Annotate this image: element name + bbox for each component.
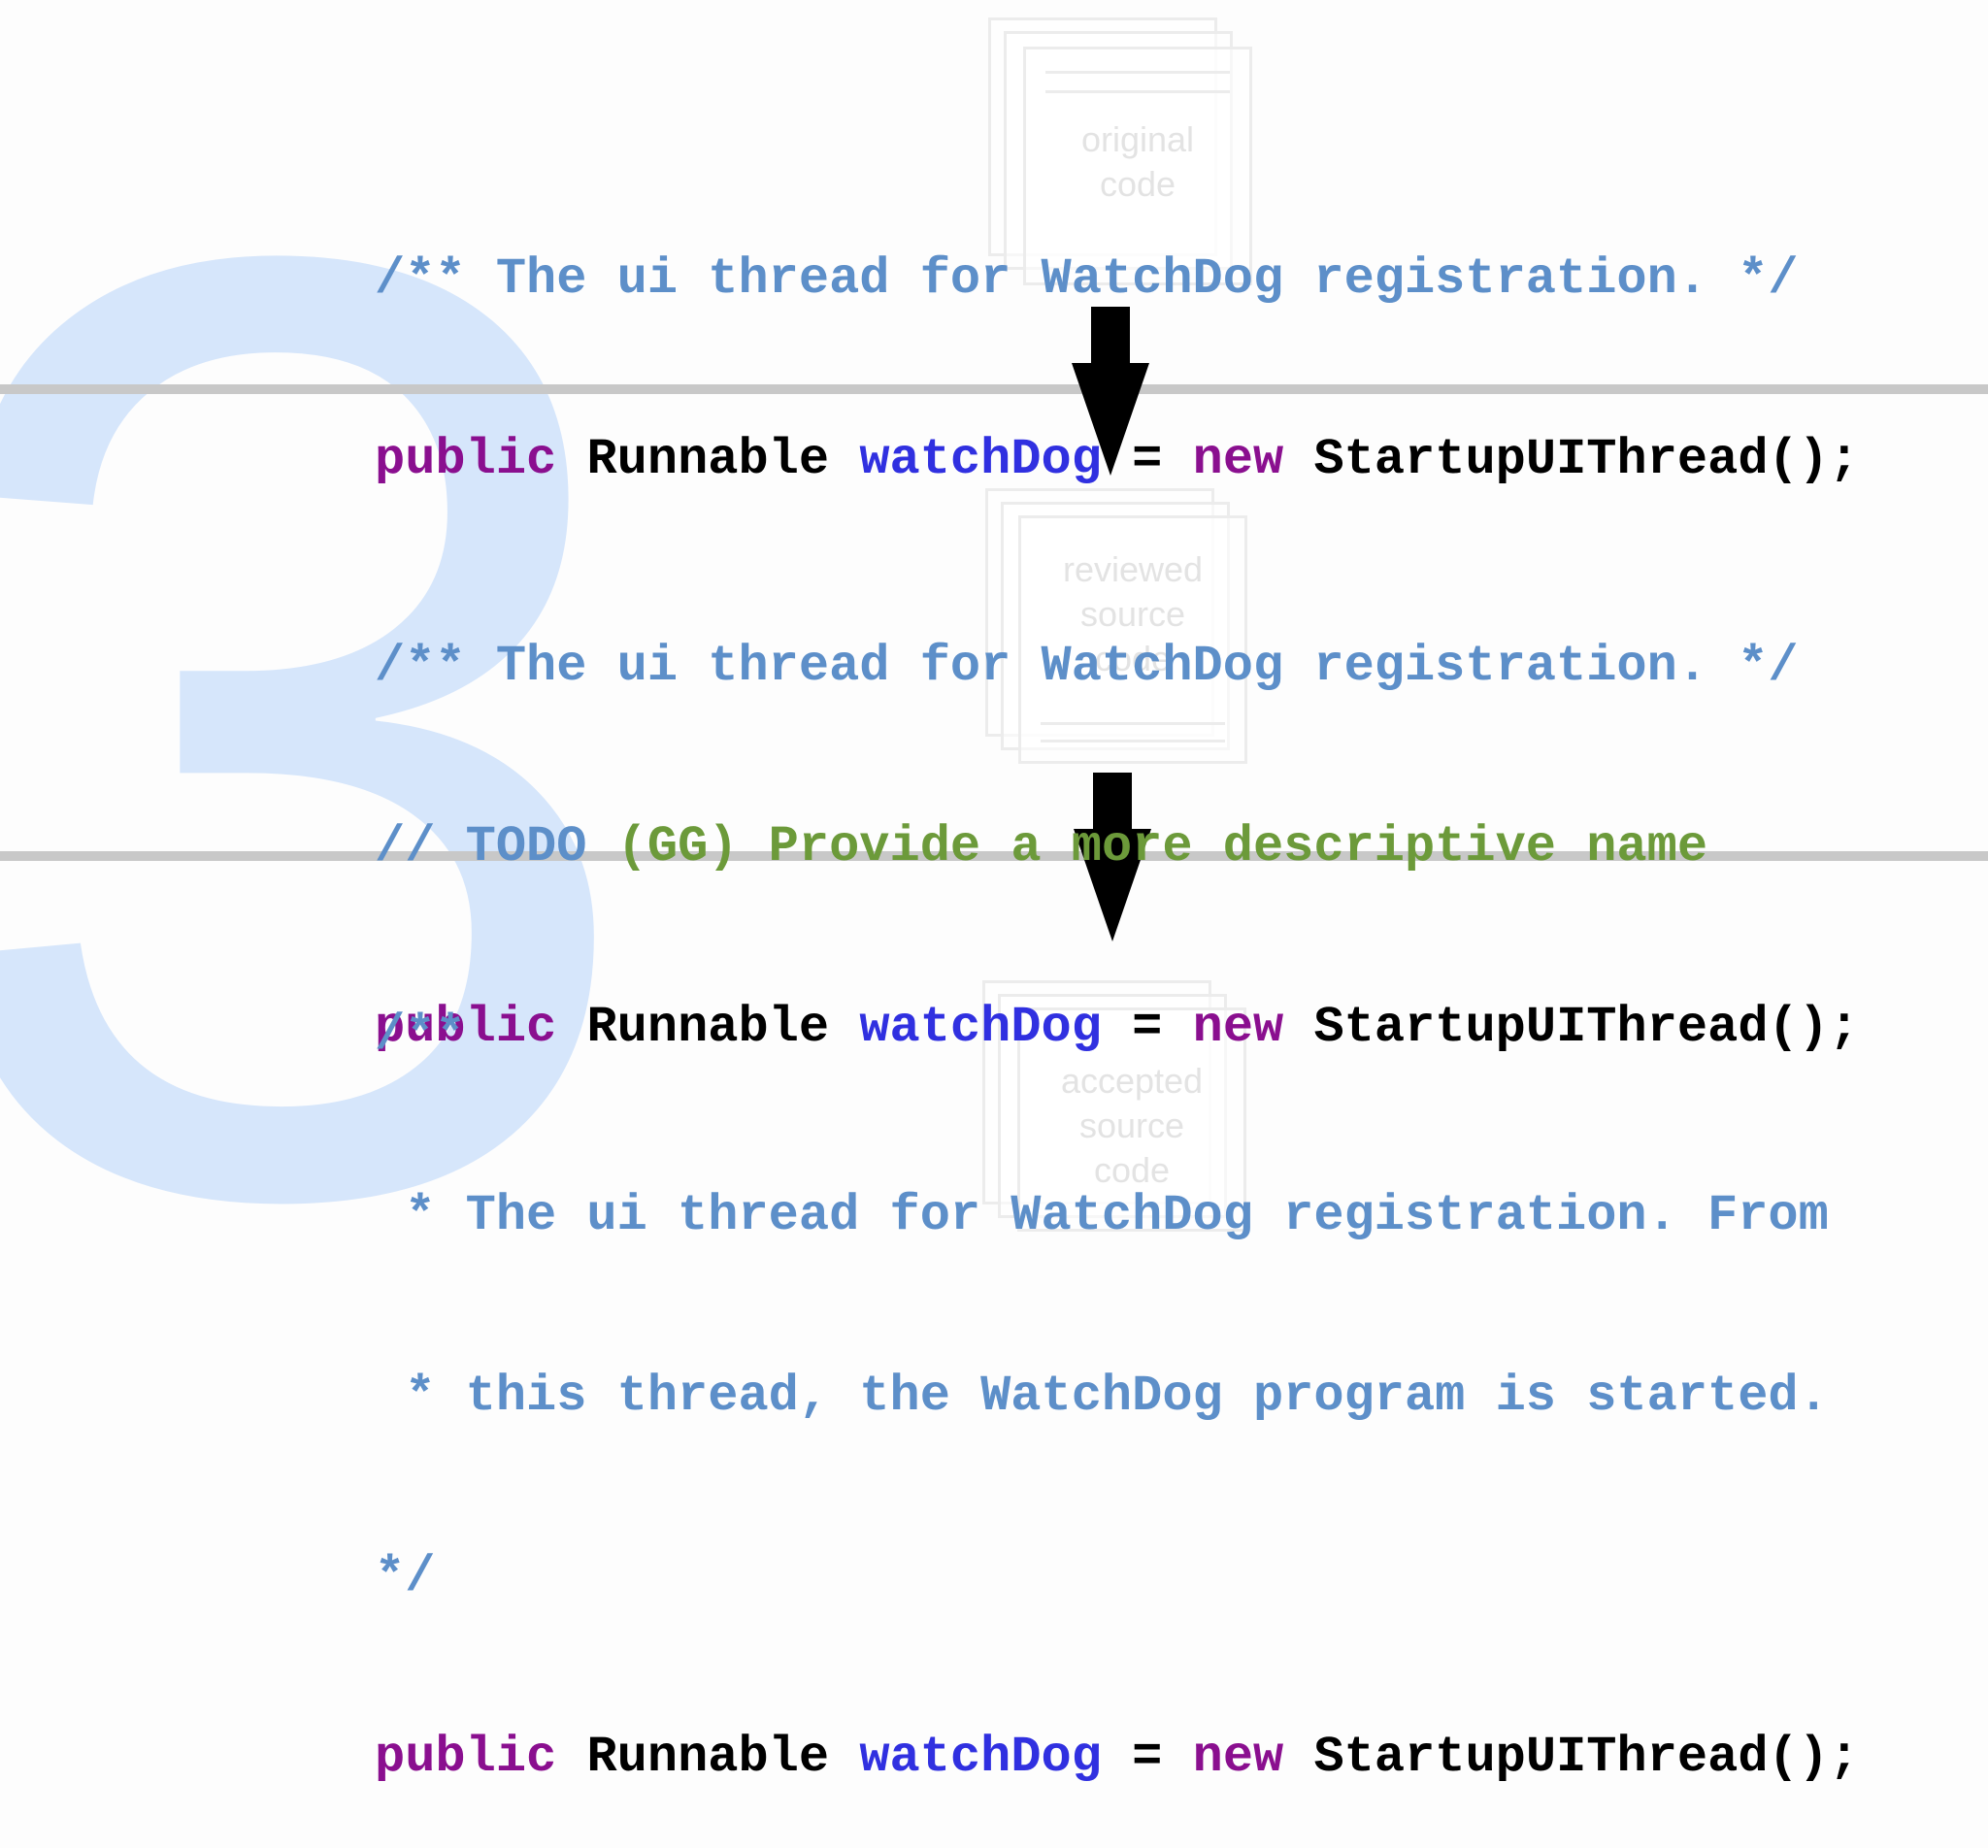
javadoc-comment: /** The ui thread for WatchDog registrat… <box>375 250 1799 308</box>
accepted-label-line-2: source <box>1078 1106 1185 1145</box>
original-label-line-2: code <box>1099 164 1176 204</box>
code-snippet-reviewed: /** The ui thread for WatchDog registrat… <box>375 516 1859 1118</box>
javadoc-comment-line: /** <box>375 1006 466 1064</box>
keyword-new: new <box>1192 431 1284 488</box>
constructor-call: StartupUIThread(); <box>1313 999 1860 1056</box>
assign-operator: = <box>1132 431 1163 488</box>
field-name: watchDog <box>859 431 1102 488</box>
accepted-label-line-1: accepted <box>1060 1061 1204 1101</box>
keyword-public: public <box>375 431 557 488</box>
accepted-code-stack: accepted source code <box>982 980 1254 1238</box>
todo-comment: // TODO (GG) Provide a more descriptive … <box>375 817 1859 877</box>
keyword-new: new <box>1192 999 1284 1056</box>
todo-text: (GG) Provide a more descriptive name <box>616 818 1708 875</box>
down-arrow-icon <box>1074 773 1151 941</box>
keyword-public: public <box>375 999 557 1056</box>
constructor-call: StartupUIThread(); <box>1313 1729 1860 1786</box>
divider-bottom <box>0 851 1988 861</box>
javadoc-comment-line: * The ui thread for WatchDog registratio… <box>375 1187 1829 1244</box>
keyword-new: new <box>1192 1729 1284 1786</box>
field-declaration: public Runnable watchDog = new StartupUI… <box>375 1728 1859 1788</box>
reviewed-label-line-3: code <box>1094 639 1172 678</box>
code-snippet-accepted: /** * The ui thread for WatchDog registr… <box>375 885 1859 1848</box>
original-label-line-1: original <box>1080 119 1195 159</box>
keyword-public: public <box>375 1729 557 1786</box>
divider-top <box>0 384 1988 394</box>
javadoc-comment-line: */ <box>375 1548 436 1605</box>
type-name: Runnable <box>586 999 830 1056</box>
field-declaration: public Runnable watchDog = new StartupUI… <box>375 998 1859 1058</box>
type-name: Runnable <box>586 1729 830 1786</box>
field-name: watchDog <box>859 1729 1102 1786</box>
code-snippet-original: /** The ui thread for WatchDog registrat… <box>375 129 1859 550</box>
reviewed-code-stack: reviewed source code <box>985 488 1252 770</box>
type-name: Runnable <box>586 431 830 488</box>
original-code-stack: original code <box>988 17 1252 289</box>
javadoc-comment: /** The ui thread for WatchDog registrat… <box>375 638 1799 695</box>
field-name: watchDog <box>859 999 1102 1056</box>
constructor-call: StartupUIThread(); <box>1313 431 1860 488</box>
assign-operator: = <box>1132 1729 1163 1786</box>
assign-operator: = <box>1132 999 1163 1056</box>
reviewed-label-line-1: reviewed <box>1062 549 1204 589</box>
todo-marker: // TODO <box>375 818 587 875</box>
reviewed-label-line-2: source <box>1079 594 1186 634</box>
down-arrow-icon <box>1072 307 1149 476</box>
background-numeral: 3 <box>0 0 653 1475</box>
field-declaration: public Runnable watchDog = new StartupUI… <box>375 430 1859 490</box>
javadoc-comment-line: * this thread, the WatchDog program is s… <box>375 1368 1829 1425</box>
accepted-label-line-3: code <box>1093 1150 1171 1190</box>
